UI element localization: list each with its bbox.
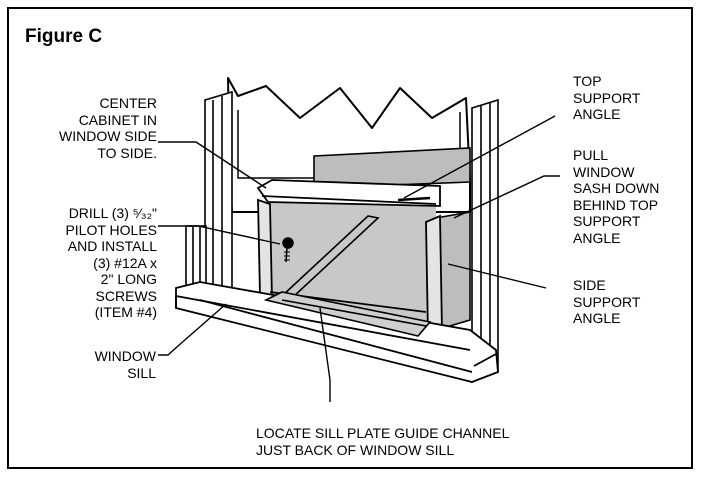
- sill-plate-guide-channel: [263, 291, 432, 337]
- label-top-support-angle: TOP SUPPORT ANGLE: [573, 73, 641, 122]
- leader-lines: [158, 115, 560, 402]
- window-sill: [175, 281, 499, 383]
- label-window-sill: WINDOW SILL: [94, 348, 156, 381]
- figure-title: Figure C: [25, 26, 103, 47]
- label-pull-window-sash: PULL WINDOW SASH DOWN BEHIND TOP SUPPORT…: [573, 147, 660, 246]
- top-support-angle: [256, 179, 441, 207]
- label-drill-pilot-holes: DRILL (3) ⁵⁄₃₂" PILOT HOLES AND INSTALL …: [65, 205, 157, 320]
- label-center-cabinet: CENTER CABINET IN WINDOW SIDE TO SIDE.: [59, 95, 157, 161]
- screw-icon: [282, 237, 294, 263]
- left-window-jamb: [185, 90, 233, 308]
- label-locate-sill-plate: LOCATE SILL PLATE GUIDE CHANNEL JUST BAC…: [256, 425, 510, 458]
- label-side-support-angle: SIDE SUPPORT ANGLE: [573, 277, 641, 326]
